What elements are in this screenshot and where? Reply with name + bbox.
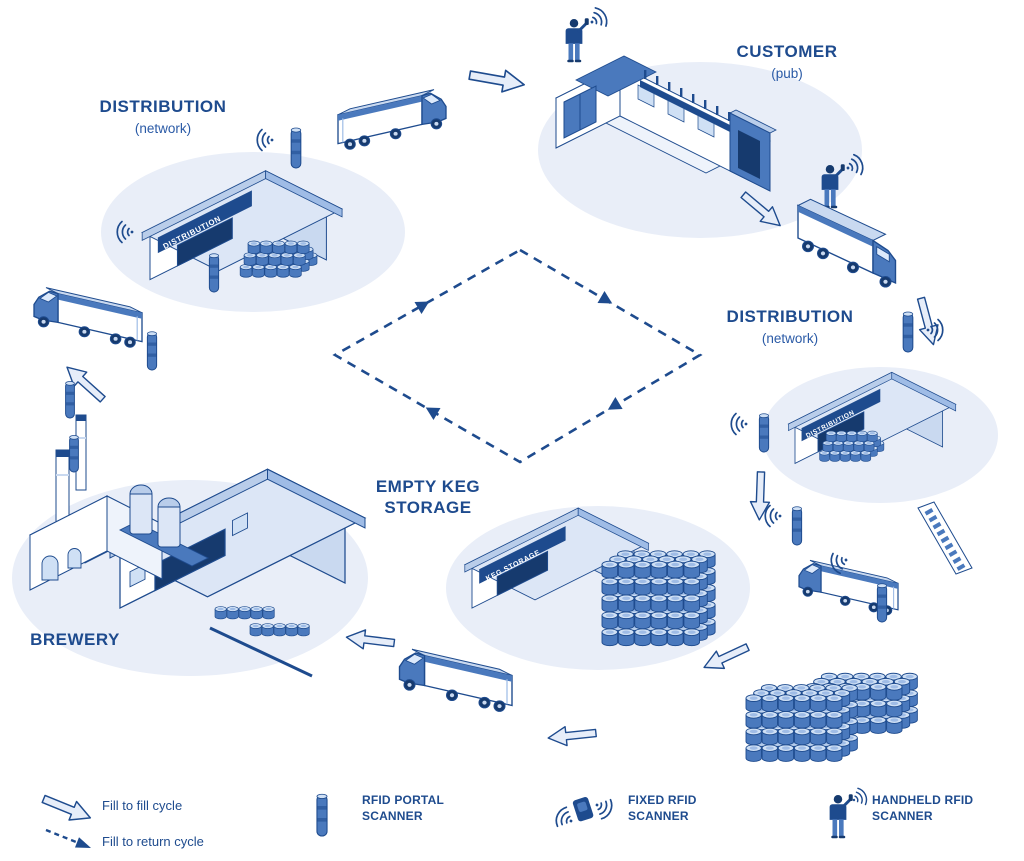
- empty-keg-storage-building: KEG STORAGE: [464, 507, 649, 609]
- fill-to-return-cycle-diamond: [332, 248, 703, 464]
- rfid-portal-icon: [316, 793, 328, 837]
- legend-rfid-portal-line2: SCANNER: [362, 809, 423, 823]
- legend-fixed-rfid-line1: FIXED RFID: [628, 793, 697, 807]
- legend-item-rfid-portal: RFID PORTAL SCANNER: [316, 793, 444, 837]
- brewery-arch-window: [41, 555, 59, 581]
- keg-storage-wall: [602, 551, 715, 646]
- customer-sublabel: (pub): [771, 66, 803, 81]
- customer-pub-building: [554, 55, 777, 192]
- distribution-network-right-building: DISTRIBUTION: [788, 371, 957, 464]
- legend-item-fill-to-fill: Fill to fill cycle: [39, 788, 182, 828]
- pub-right-door: [738, 130, 760, 179]
- distribution-top-label: DISTRIBUTION: [100, 97, 227, 116]
- distribution-right-sublabel: (network): [762, 331, 818, 346]
- customer-label: CUSTOMER: [737, 42, 838, 61]
- empty-keg-storage-label-line1: EMPTY KEG: [376, 477, 480, 496]
- legend-handheld-line1: HANDHELD RFID: [872, 793, 973, 807]
- legend: Fill to fill cycle Fill to return cycle …: [39, 785, 973, 850]
- legend-item-fill-to-return: Fill to return cycle: [44, 828, 204, 850]
- legend-handheld-line2: SCANNER: [872, 809, 933, 823]
- legend-item-fixed-rfid: FIXED RFID SCANNER: [553, 793, 697, 831]
- brewery-tanks: [118, 484, 210, 567]
- pub-bar-shelf: [640, 70, 746, 140]
- legend-fill-to-fill-label: Fill to fill cycle: [102, 798, 182, 813]
- legend-item-handheld-rfid: HANDHELD RFID SCANNER: [828, 785, 973, 840]
- keg-ramp: [917, 501, 973, 575]
- legend-rfid-portal-line1: RFID PORTAL: [362, 793, 444, 807]
- brewery-label: BREWERY: [30, 630, 120, 649]
- empty-keg-pile-front: [746, 685, 857, 762]
- brewery-window: [232, 512, 248, 537]
- empty-keg-storage-label-line2: STORAGE: [384, 498, 471, 517]
- distribution-top-sublabel: (network): [135, 121, 191, 136]
- distribution-network-top-building: DISTRIBUTION: [141, 170, 343, 281]
- brewery-keg-conveyor: [209, 607, 313, 678]
- brewery-arch-window: [67, 548, 82, 569]
- distribution-right-label: DISTRIBUTION: [727, 307, 854, 326]
- brewery-building: [28, 414, 366, 678]
- legend-fill-to-return-label: Fill to return cycle: [102, 834, 204, 849]
- legend-fixed-rfid-line2: SCANNER: [628, 809, 689, 823]
